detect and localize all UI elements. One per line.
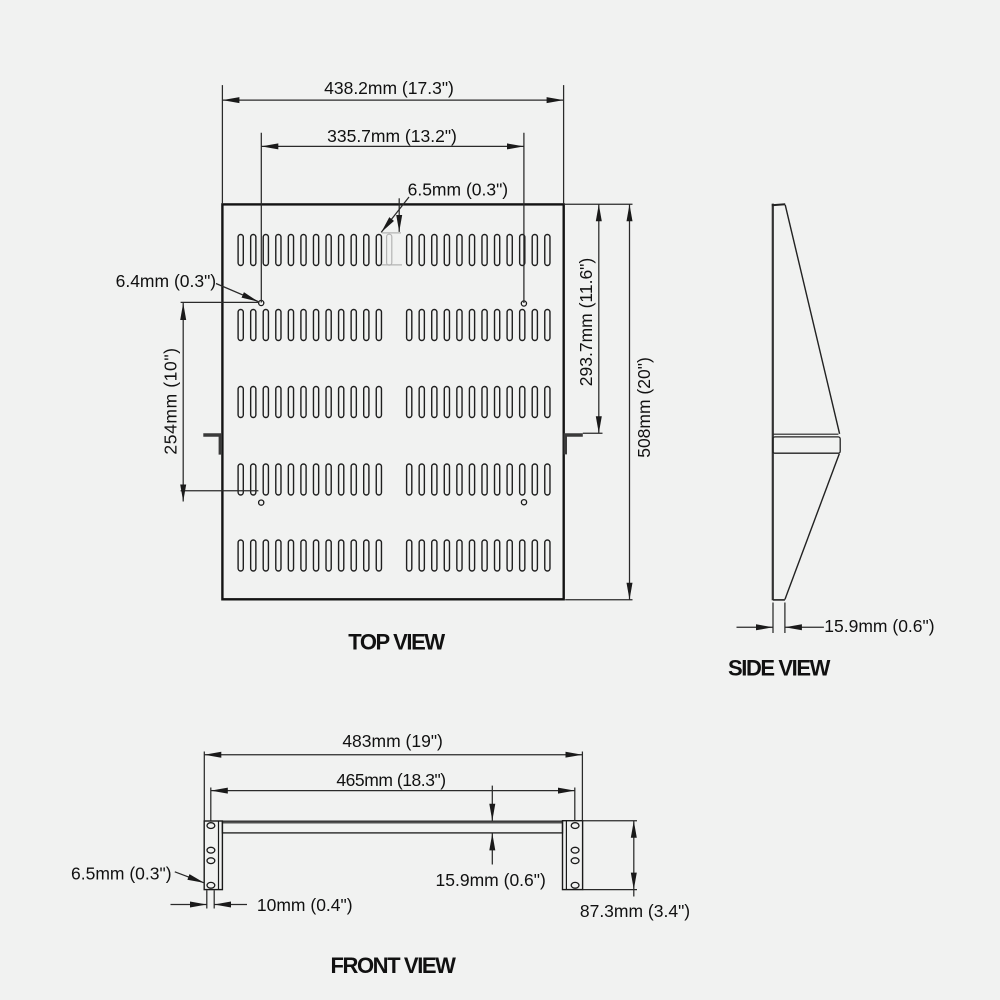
svg-text:483mm (19"): 483mm (19") [342, 731, 443, 751]
svg-text:465mm (18.3"): 465mm (18.3") [336, 770, 445, 790]
svg-text:10mm (0.4"): 10mm (0.4") [257, 895, 353, 915]
svg-text:6.4mm (0.3"): 6.4mm (0.3") [116, 271, 217, 291]
svg-text:335.7mm (13.2"): 335.7mm (13.2") [327, 126, 457, 146]
svg-text:FRONT VIEW: FRONT VIEW [330, 953, 456, 978]
svg-text:87.3mm (3.4"): 87.3mm (3.4") [580, 901, 690, 921]
svg-text:15.9mm (0.6"): 15.9mm (0.6") [824, 616, 934, 636]
svg-text:6.5mm (0.3"): 6.5mm (0.3") [71, 864, 172, 884]
svg-text:15.9mm (0.6"): 15.9mm (0.6") [436, 870, 546, 890]
svg-text:6.5mm (0.3"): 6.5mm (0.3") [408, 180, 509, 200]
svg-text:SIDE VIEW: SIDE VIEW [728, 656, 831, 681]
svg-text:TOP VIEW: TOP VIEW [348, 630, 445, 655]
svg-text:254mm (10"): 254mm (10") [161, 347, 181, 454]
svg-text:293.7mm (11.6"): 293.7mm (11.6") [576, 258, 596, 386]
svg-text:508mm (20"): 508mm (20") [634, 357, 654, 458]
svg-text:438.2mm (17.3"): 438.2mm (17.3") [324, 78, 454, 98]
